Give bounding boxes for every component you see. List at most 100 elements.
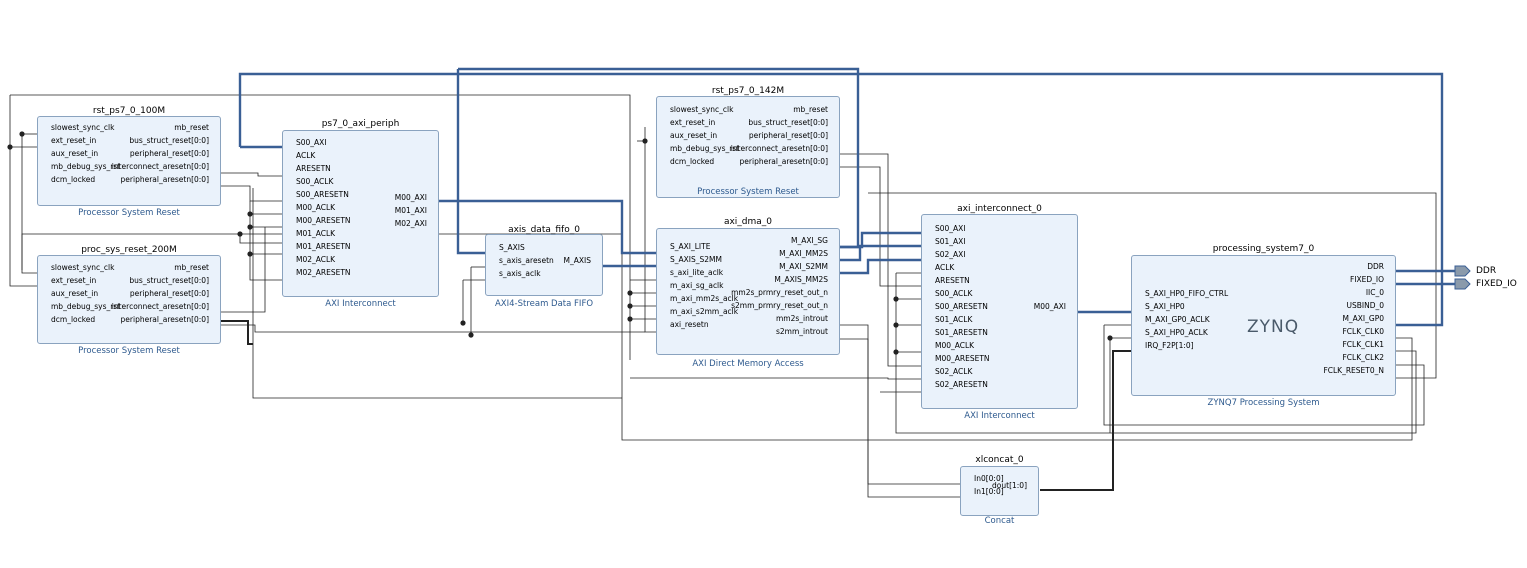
pin-label[interactable]: M00_ARESETN [935, 354, 990, 363]
net-wire[interactable] [252, 188, 622, 399]
pin-label[interactable]: peripheral_reset[0:0] [748, 131, 828, 140]
fixed-io-port-icon[interactable] [1454, 278, 1471, 290]
pin-label[interactable]: S00_AXI [935, 224, 966, 233]
pin-label[interactable]: M00_ACLK [296, 203, 336, 212]
net-wire[interactable] [21, 134, 37, 274]
pin-label[interactable]: IIC_0 [1365, 288, 1384, 297]
pin-label[interactable]: slowest_sync_clk [670, 105, 734, 114]
pin-label[interactable]: s_axi_lite_aclk [670, 268, 724, 277]
net-wire[interactable] [1103, 325, 1425, 426]
net-wire[interactable] [249, 227, 282, 255]
pin-label[interactable]: M01_ACLK [296, 229, 336, 238]
net-wire[interactable] [644, 127, 656, 333]
pin-label[interactable]: In0[0:0] [974, 474, 1004, 483]
pin-label[interactable]: ext_reset_in [670, 118, 716, 127]
pin-label[interactable]: M02_ACLK [296, 255, 336, 264]
net-wire[interactable] [630, 377, 921, 380]
pin-label[interactable]: S01_ARESETN [935, 328, 988, 337]
pin-label[interactable]: S_AXIS_S2MM [670, 255, 722, 264]
pin-label[interactable]: mb_reset [793, 105, 828, 114]
pin-label[interactable]: M01_ARESETN [296, 242, 351, 251]
bus-wire[interactable] [840, 231, 921, 249]
irq-net[interactable] [1040, 350, 1131, 491]
net-wire[interactable] [840, 166, 921, 287]
pin-label[interactable]: ACLK [296, 151, 316, 160]
net-wire[interactable] [840, 338, 960, 498]
pin-label[interactable]: DDR [1367, 262, 1384, 271]
net-wire[interactable] [9, 95, 37, 148]
pin-label[interactable]: bus_struct_reset[0:0] [129, 276, 209, 285]
bus-wire[interactable] [456, 69, 485, 255]
pin-label[interactable]: aux_reset_in [670, 131, 718, 140]
block-rst200[interactable] [37, 255, 221, 344]
pin-label[interactable]: IRQ_F2P[1:0] [1145, 341, 1194, 350]
pin-label[interactable]: S_AXI_HP0_ACLK [1145, 328, 1208, 337]
net-wire[interactable] [221, 185, 282, 202]
bus-wire[interactable] [840, 258, 921, 275]
pin-label[interactable]: mb_debug_sys_rst [51, 302, 121, 311]
pin-label[interactable]: ACLK [935, 263, 955, 272]
pin-label[interactable]: M00_AXI [1033, 302, 1066, 311]
pin-label[interactable]: S_AXIS [499, 243, 525, 252]
pin-label[interactable]: USBIND_0 [1346, 301, 1384, 310]
pin-label[interactable]: axi_resetn [670, 320, 709, 329]
pin-label[interactable]: FCLK_RESET0_N [1323, 366, 1384, 375]
pin-label[interactable]: bus_struct_reset[0:0] [129, 136, 209, 145]
pin-label[interactable]: S00_ACLK [935, 289, 973, 298]
pin-label[interactable]: M_AXI_MM2S [779, 249, 828, 258]
pin-label[interactable]: peripheral_aresetn[0:0] [120, 175, 209, 184]
pin-label[interactable]: interconnect_aresetn[0:0] [111, 162, 209, 171]
block-rst100[interactable] [37, 116, 221, 206]
block-ps7[interactable] [1131, 255, 1396, 396]
pin-label[interactable]: dcm_locked [51, 315, 96, 324]
pin-label[interactable]: S_AXI_LITE [670, 242, 711, 251]
pin-label[interactable]: dcm_locked [51, 175, 96, 184]
pin-label[interactable]: peripheral_aresetn[0:0] [739, 157, 828, 166]
ddr-port-icon[interactable] [1454, 265, 1471, 277]
pin-label[interactable]: M_AXI_GP0 [1342, 314, 1384, 323]
pin-label[interactable]: ARESETN [296, 164, 331, 173]
block-fifo[interactable] [485, 234, 603, 296]
net-wire[interactable] [239, 234, 282, 244]
pin-label[interactable]: s_axis_aresetn [499, 256, 554, 265]
pin-label[interactable]: mm2s_introut [775, 314, 828, 323]
block-rst142[interactable] [656, 96, 840, 198]
bus-wire[interactable] [439, 199, 656, 255]
pin-label[interactable]: M00_ACLK [935, 341, 975, 350]
pin-label[interactable]: interconnect_aresetn[0:0] [730, 144, 828, 153]
net-wire[interactable] [249, 254, 282, 281]
pin-label[interactable]: In1[0:0] [974, 487, 1004, 496]
pin-label[interactable]: mb_debug_sys_rst [51, 162, 121, 171]
pin-label[interactable]: ARESETN [935, 276, 970, 285]
pin-label[interactable]: ext_reset_in [51, 136, 97, 145]
pin-label[interactable]: FIXED_IO [1349, 275, 1384, 284]
block-ic0[interactable] [921, 214, 1078, 409]
pin-label[interactable]: m_axi_sg_aclk [670, 281, 724, 290]
pin-label[interactable]: slowest_sync_clk [51, 123, 115, 132]
net-wire[interactable] [221, 324, 645, 333]
pin-label[interactable]: M00_AXI [394, 193, 427, 202]
pin-label[interactable]: M02_AXI [394, 219, 427, 228]
block-periph[interactable] [282, 130, 439, 297]
pin-label[interactable]: bus_struct_reset[0:0] [748, 118, 828, 127]
block-concat[interactable] [960, 466, 1039, 516]
pin-label[interactable]: M_AXI_S2MM [779, 262, 828, 271]
pin-label[interactable]: peripheral_reset[0:0] [129, 289, 209, 298]
pin-label[interactable]: m_axi_s2mm_aclk [670, 307, 739, 316]
pin-label[interactable]: aux_reset_in [51, 149, 99, 158]
pin-label[interactable]: M02_ARESETN [296, 268, 351, 277]
pin-label[interactable]: m_axi_mm2s_aclk [670, 294, 739, 303]
pin-label[interactable]: ext_reset_in [51, 276, 97, 285]
pin-label[interactable]: mb_reset [174, 263, 209, 272]
pin-label[interactable]: FCLK_CLK1 [1342, 340, 1384, 349]
pin-label[interactable]: peripheral_reset[0:0] [129, 149, 209, 158]
pin-label[interactable]: S02_ARESETN [935, 380, 988, 389]
irq-net[interactable] [221, 320, 253, 345]
pin-label[interactable]: S00_ARESETN [935, 302, 988, 311]
pin-label[interactable]: dout[1:0] [992, 481, 1027, 490]
net-wire[interactable] [221, 227, 266, 313]
net-wire[interactable] [249, 214, 282, 228]
pin-label[interactable]: peripheral_aresetn[0:0] [120, 315, 209, 324]
pin-label[interactable]: aux_reset_in [51, 289, 99, 298]
pin-label[interactable]: S00_ARESETN [296, 190, 349, 199]
